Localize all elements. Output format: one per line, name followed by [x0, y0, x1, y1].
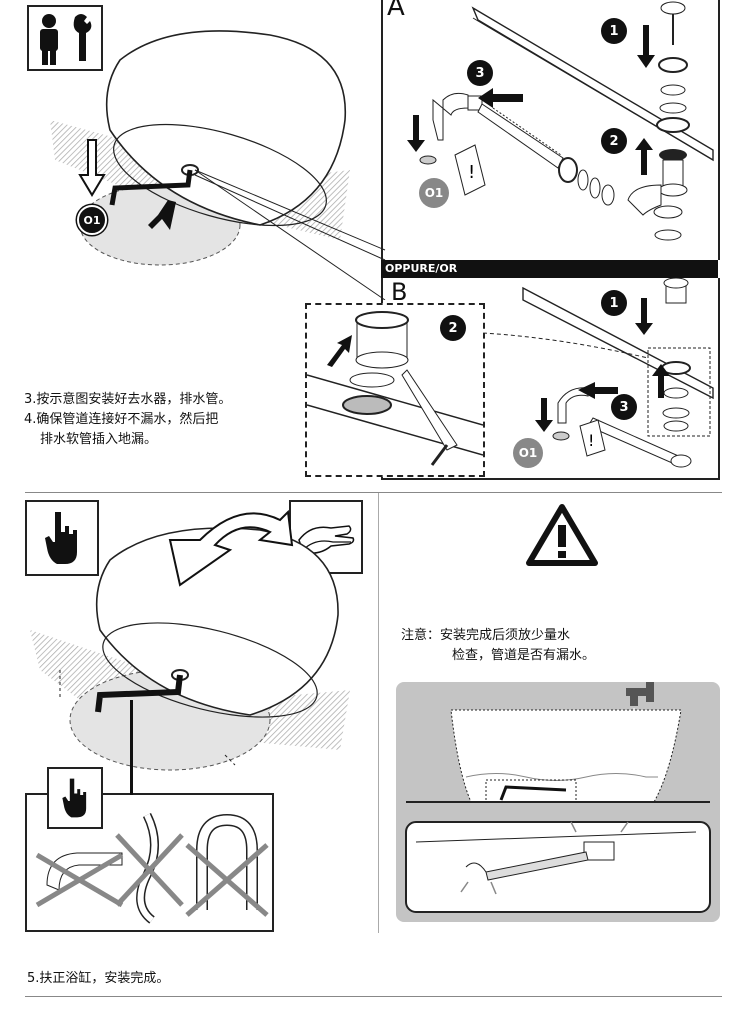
- hose-do-dont-box: [25, 767, 274, 932]
- alternative-separator-label: OPPURE/OR: [385, 262, 458, 275]
- panel-b-step-3-label: 3: [619, 399, 629, 415]
- panel-a: A ! 1: [381, 0, 720, 260]
- panel-a-o1-label: O1: [424, 186, 444, 200]
- alternative-separator: OPPURE/OR: [381, 260, 718, 278]
- panel-a-drawing: !: [407, 1, 714, 241]
- panel-b-inset: 2: [305, 303, 485, 477]
- panel-a-step-1: 1: [601, 18, 627, 44]
- panel-b-o1-label: O1: [518, 446, 538, 460]
- panel-a-step-2-label: 2: [609, 133, 619, 149]
- panel-b-inset-drawing: [307, 311, 483, 466]
- warning-icon: [526, 504, 598, 566]
- faucet-icon: [626, 682, 654, 722]
- leak-check-illustration: [396, 682, 720, 922]
- panel-b-step-1-label: 1: [609, 295, 619, 311]
- panel-a-step-1-label: 1: [609, 23, 619, 39]
- panel-b-step-2: 2: [440, 315, 466, 341]
- footer-divider: [25, 996, 722, 997]
- panel-a-step-3: 3: [467, 60, 493, 86]
- section-divider: [25, 492, 722, 493]
- hose-do-dont-drawing: [35, 812, 269, 924]
- instruction-step-4-line1: 4.确保管道连接好不漏水，然后把: [24, 412, 219, 427]
- panel-a-label: A: [387, 0, 405, 22]
- wrench-icon: [73, 14, 92, 61]
- caution-line-1: 注意：安装完成后须放少量水: [401, 628, 571, 643]
- panel-b-label: B: [391, 278, 408, 306]
- part-o1-badge: O1: [77, 205, 107, 235]
- section-vertical-divider: [378, 493, 379, 933]
- panel-b-o1-badge: O1: [513, 438, 543, 468]
- panel-a-o1-badge: O1: [419, 178, 449, 208]
- panel-a-step-2: 2: [601, 128, 627, 154]
- caution-line-2: 检查，管道是否有漏水。: [452, 648, 596, 663]
- pipe-connector-line: [130, 700, 133, 795]
- panel-b-drawing: !: [482, 278, 714, 468]
- hand-icon-box: [25, 500, 99, 576]
- panel-a-step-3-label: 3: [475, 65, 485, 81]
- panel-b: B ! 1 3 O1: [381, 278, 720, 480]
- instruction-step-5: 5.扶正浴缸，安装完成。: [27, 971, 170, 986]
- panel-b-step-1: 1: [601, 290, 627, 316]
- hand-icon-small: [62, 778, 87, 818]
- instruction-step-4-line2: 排水软管插入地漏。: [40, 432, 158, 447]
- part-o1-label: O1: [83, 213, 101, 227]
- svg-text:!: !: [468, 162, 475, 183]
- panel-b-step-2-label: 2: [448, 320, 458, 336]
- tool-icon-box: [27, 5, 103, 71]
- bathtub-drain-illustration: [50, 30, 386, 300]
- hand-icon-small-box: [47, 767, 103, 829]
- tub-tilt-illustration: [30, 509, 350, 771]
- hand-icon: [45, 512, 77, 564]
- panel-b-step-3: 3: [611, 394, 637, 420]
- worker-icon: [40, 14, 58, 65]
- svg-text:!: !: [588, 431, 594, 450]
- instruction-step-3: 3.按示意图安装好去水器，排水管。: [24, 392, 232, 407]
